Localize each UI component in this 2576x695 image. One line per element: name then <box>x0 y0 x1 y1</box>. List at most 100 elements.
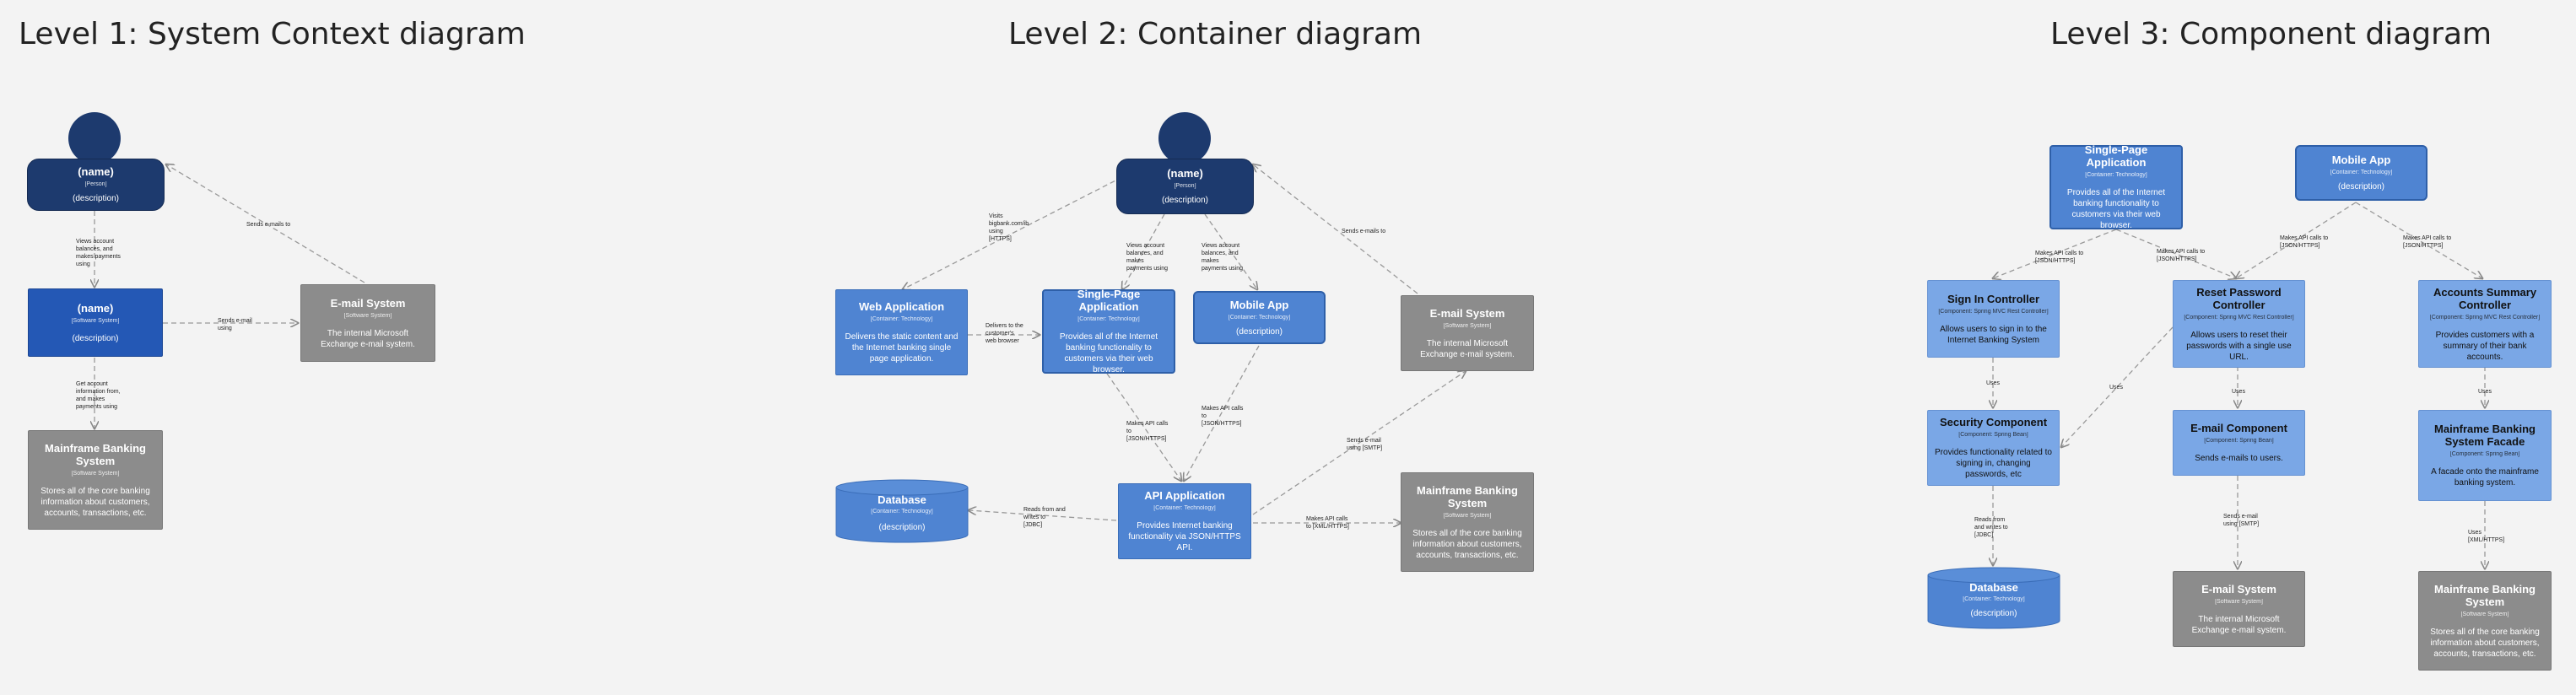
l2-database-name: Database <box>878 493 926 506</box>
l2-database-cylinder-icon <box>835 479 969 543</box>
l3-label-sendemail: Sends e-mail using [SMTP] <box>2223 514 2260 527</box>
l1-system[interactable]: (name) [Software System] (description) <box>28 288 163 357</box>
l3-signin-desc: Allows users to sign in to the Internet … <box>1940 324 2047 345</box>
l3-mobile-name: Mobile App <box>2331 154 2391 166</box>
l3-security-type: [Component: Spring Bean] <box>1958 432 2028 438</box>
l2-label-sends: Sends e-mails to <box>1342 229 1386 234</box>
l2-person-type: [Person] <box>1174 183 1196 189</box>
l1-email-name: E-mail System <box>330 296 406 310</box>
l1-email-desc: The internal Microsoft Exchange e-mail s… <box>321 328 415 349</box>
l3-email-desc: The internal Microsoft Exchange e-mail s… <box>2191 614 2287 635</box>
l1-email-type: [Software System] <box>343 312 392 319</box>
l1-mainframe[interactable]: Mainframe Banking System [Software Syste… <box>28 430 163 530</box>
l3-database-name: Database <box>1969 581 2018 594</box>
l2-mobile-name: Mobile App <box>1229 298 1289 311</box>
l1-person-desc: (description) <box>72 194 120 203</box>
l2-person[interactable]: (name) [Person] (description) <box>1116 159 1254 214</box>
l1-label-gets: Get account information from, and makes … <box>76 381 121 410</box>
l2-webapp-type: [Container: Technology] <box>870 316 933 322</box>
l2-database-type: [Container: Technology] <box>871 509 933 515</box>
l3-database-type: [Container: Technology] <box>1963 596 2025 602</box>
l2-database-desc: (description) <box>878 523 926 532</box>
level3-title: Level 3: Component diagram <box>2050 17 2492 51</box>
l1-system-type: [Software System] <box>71 317 120 324</box>
l2-label-readwrite: Reads from and writes to [JDBC] <box>1023 507 1066 528</box>
l3-label-uses5: Uses [XML/HTTPS] <box>2468 530 2505 543</box>
l2-label-visits: Visits bigbank.com/ib using [HTTPS] <box>989 213 1029 242</box>
l2-api-name: API Application <box>1144 489 1225 502</box>
l2-mainframe-name: Mainframe Banking System <box>1417 483 1518 509</box>
l3-email-system[interactable]: E-mail System [Software System] The inte… <box>2173 571 2305 647</box>
l2-spa-desc: Provides all of the Internet banking fun… <box>1059 332 1158 374</box>
l3-security-name: Security Component <box>1939 416 2048 428</box>
l3-signin-name: Sign In Controller <box>1947 292 2040 305</box>
l3-reset-desc: Allows users to reset their passwords wi… <box>2186 330 2292 362</box>
l3-database[interactable]: Database [Container: Technology] (descri… <box>1927 567 2060 629</box>
l3-spa-type: [Container: Technology] <box>2085 172 2147 178</box>
l3-reset-controller[interactable]: Reset Password Controller [Component: Sp… <box>2173 280 2305 368</box>
l1-person-head <box>68 112 121 164</box>
l2-email-system[interactable]: E-mail System [Software System] The inte… <box>1401 295 1534 371</box>
l3-mobile[interactable]: Mobile App [Container: Technology] (desc… <box>2295 145 2427 201</box>
l3-mobile-type: [Container: Technology] <box>2330 170 2393 175</box>
l3-accounts-name: Accounts Summary Controller <box>2433 285 2537 311</box>
l2-database[interactable]: Database [Container: Technology] (descri… <box>835 479 969 543</box>
l2-mobile[interactable]: Mobile App [Container: Technology] (desc… <box>1193 291 1326 344</box>
l3-facade-type: [Component: Spring Bean] <box>2449 451 2520 457</box>
l3-mainframe-facade[interactable]: Mainframe Banking System Facade [Compone… <box>2418 410 2552 501</box>
l3-accounts-desc: Provides customers with a summary of the… <box>2435 330 2535 362</box>
l1-label-sendemail: Sends e-mail using <box>218 318 252 331</box>
l2-api[interactable]: API Application [Container: Technology] … <box>1118 483 1251 559</box>
l1-mainframe-name: Mainframe Banking System <box>45 441 146 467</box>
l3-mainframe[interactable]: Mainframe Banking System [Software Syste… <box>2418 571 2552 671</box>
l2-api-type: [Container: Technology] <box>1153 505 1216 511</box>
l2-webapp[interactable]: Web Application [Container: Technology] … <box>835 289 968 375</box>
l3-database-cylinder-icon <box>1927 567 2060 629</box>
l2-person-head <box>1158 112 1211 164</box>
l1-system-name: (name) <box>77 301 114 315</box>
l3-label-uses1: Uses <box>1986 380 2000 386</box>
l3-security-component[interactable]: Security Component [Component: Spring Be… <box>1927 410 2060 486</box>
l1-email-system[interactable]: E-mail System [Software System] The inte… <box>300 284 435 362</box>
l2-label-views2: Views account balances, and makes paymen… <box>1202 243 1244 272</box>
l1-person-name: (name) <box>78 165 114 178</box>
l2-mobile-desc: (description) <box>1235 326 1283 337</box>
l1-label-views: Views account balances, and makes paymen… <box>76 239 121 267</box>
l3-signin-controller[interactable]: Sign In Controller [Component: Spring MV… <box>1927 280 2060 358</box>
l3-spa[interactable]: Single-Page Application [Container: Tech… <box>2049 143 2183 230</box>
l1-person[interactable]: (name) [Person] (description) <box>27 159 165 211</box>
l2-spa[interactable]: Single-Page Application [Container: Tech… <box>1042 288 1175 374</box>
l3-label-readwrite: Reads from and writes to [JDBC] <box>1974 517 2008 538</box>
l2-webapp-name: Web Application <box>858 300 945 313</box>
l3-facade-name: Mainframe Banking System Facade <box>2434 423 2535 448</box>
l3-email-type: [Software System] <box>2215 598 2263 605</box>
l2-spa-name: Single-Page Application <box>1077 288 1141 313</box>
l1-person-type: [Person] <box>84 181 107 187</box>
l2-person-name: (name) <box>1167 167 1203 180</box>
l3-label-mob1: Makes API calls to [JSON/HTTPS] <box>2280 235 2329 249</box>
l2-mainframe-desc: Stores all of the core banking informati… <box>1412 528 1522 560</box>
l3-signin-type: [Component: Spring MVC Rest Controller] <box>1938 308 2049 315</box>
l3-emailcomp-name: E-mail Component <box>2190 422 2287 434</box>
l2-label-mfcalls: Makes API calls to [XML/HTTPS] <box>1306 516 1349 530</box>
l2-mainframe[interactable]: Mainframe Banking System [Software Syste… <box>1401 472 1534 572</box>
l3-accounts-controller[interactable]: Accounts Summary Controller [Component: … <box>2418 280 2552 368</box>
l2-webapp-desc: Delivers the static content and the Inte… <box>845 332 959 364</box>
l3-mainframe-desc: Stores all of the core banking informati… <box>2430 627 2540 659</box>
l3-mobile-desc: (description) <box>2337 182 2385 191</box>
l3-email-component[interactable]: E-mail Component [Component: Spring Bean… <box>2173 410 2305 476</box>
l3-mainframe-type: [Software System] <box>2460 611 2509 617</box>
l3-label-uses3: Uses <box>2232 389 2245 395</box>
l1-mainframe-desc: Stores all of the core banking informati… <box>41 486 150 518</box>
l3-label-uses4: Uses <box>2478 389 2492 395</box>
l3-spa-name: Single-Page Application <box>2084 143 2148 169</box>
level2-title: Level 2: Container diagram <box>1008 17 1423 51</box>
l1-label-sends: Sends e-mails to <box>246 222 291 228</box>
l2-email-desc: The internal Microsoft Exchange e-mail s… <box>1420 338 1515 359</box>
l2-mainframe-type: [Software System] <box>1443 512 1492 519</box>
l3-label-spa2: Makes API calls to [JSON/HTTPS] <box>2157 249 2206 262</box>
l3-accounts-type: [Component: Spring MVC Rest Controller] <box>2429 314 2541 321</box>
l1-system-desc: (description) <box>72 333 119 343</box>
l2-email-type: [Software System] <box>1443 322 1492 329</box>
